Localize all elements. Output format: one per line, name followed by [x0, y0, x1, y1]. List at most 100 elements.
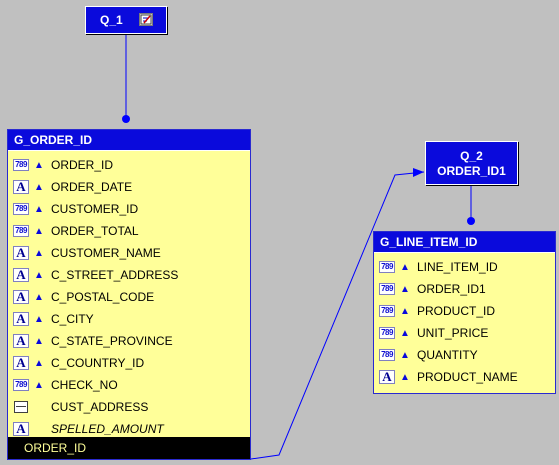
- sort-ascending-icon: ▲: [34, 203, 44, 215]
- sort-ascending-icon: ▲: [34, 225, 44, 237]
- column-item[interactable]: A ▲ C_COUNTRY_ID: [8, 352, 250, 374]
- type-icon-cell: 789: [12, 379, 30, 391]
- column-label: C_STATE_PROVINCE: [51, 334, 173, 348]
- type-icon-cell: A: [12, 334, 30, 348]
- column-label: ORDER_DATE: [51, 180, 133, 194]
- column-label: C_COUNTRY_ID: [51, 356, 145, 370]
- type-icon-cell: A: [12, 290, 30, 304]
- sort-ascending-icon: ▲: [400, 327, 410, 339]
- type-icon-cell: 789: [378, 327, 396, 339]
- column-label: PRODUCT_ID: [417, 304, 496, 318]
- type-icon-cell: [12, 401, 30, 413]
- number-type-icon: 789: [13, 203, 29, 215]
- query-q1-box[interactable]: Q_1: [85, 6, 167, 34]
- sort-ascending-icon: ▲: [34, 269, 44, 281]
- sort-ascending-icon: ▲: [400, 305, 410, 317]
- sort-ascending-icon: ▲: [34, 335, 44, 347]
- column-label: C_POSTAL_CODE: [51, 290, 155, 304]
- character-type-icon: A: [13, 180, 29, 194]
- type-icon-cell: 789: [378, 283, 396, 295]
- group-title[interactable]: G_LINE_ITEM_ID: [374, 232, 555, 253]
- column-label: CUSTOMER_NAME: [51, 246, 161, 260]
- sort-ascending-icon: ▲: [34, 159, 44, 171]
- character-type-icon: A: [13, 422, 29, 436]
- character-type-icon: A: [13, 268, 29, 282]
- type-icon-cell: A: [12, 356, 30, 370]
- group-break-column[interactable]: ORDER_ID: [8, 437, 250, 459]
- query-q2-box[interactable]: Q_2 ORDER_ID1: [425, 141, 518, 185]
- type-icon-cell: A: [378, 370, 396, 384]
- column-item[interactable]: A▲C_STREET_ADDRESS: [8, 264, 250, 286]
- column-item[interactable]: CUST_ADDRESS: [8, 396, 250, 418]
- sort-ascending-icon: ▲: [400, 371, 410, 383]
- type-icon-cell: A: [12, 246, 30, 260]
- character-type-icon: A: [13, 290, 29, 304]
- character-type-icon: A: [379, 370, 395, 384]
- column-item[interactable]: 789 ▲ CUSTOMER_ID: [8, 198, 250, 220]
- number-type-icon: 789: [13, 159, 29, 171]
- column-item[interactable]: A ▲ CUSTOMER_NAME: [8, 242, 250, 264]
- query-edit-icon[interactable]: [139, 13, 153, 26]
- sort-ascending-icon: ▲: [400, 349, 410, 361]
- column-item[interactable]: 789 ▲ CHECK_NO: [8, 374, 250, 396]
- column-item[interactable]: 789 ▲ ORDER_TOTAL: [8, 220, 250, 242]
- type-icon-cell: A: [12, 180, 30, 194]
- type-icon-cell: 789: [12, 225, 30, 237]
- column-label: ORDER_TOTAL: [51, 224, 139, 238]
- column-label: CUSTOMER_ID: [51, 202, 139, 216]
- column-item[interactable]: 789▲ORDER_ID1: [374, 278, 555, 300]
- column-item[interactable]: A▲C_POSTAL_CODE: [8, 286, 250, 308]
- query-q2-link-label: ORDER_ID1: [437, 164, 506, 178]
- type-icon-cell: 789: [12, 159, 30, 171]
- sort-ascending-icon: ▲: [34, 379, 44, 391]
- column-item[interactable]: 789▲ORDER_ID: [8, 154, 250, 176]
- number-type-icon: 789: [379, 305, 395, 317]
- column-item[interactable]: 789 ▲ LINE_ITEM_ID: [374, 256, 555, 278]
- data-link-arrowhead: [413, 168, 424, 177]
- character-type-icon: A: [13, 246, 29, 260]
- q1-link-end-dot: [122, 115, 130, 123]
- column-item[interactable]: A ▲ C_STATE_PROVINCE: [8, 330, 250, 352]
- number-type-icon: 789: [379, 349, 395, 361]
- data-link-order-id[interactable]: [250, 171, 425, 460]
- column-item[interactable]: 789 ▲ UNIT_PRICE: [374, 322, 555, 344]
- sort-ascending-icon: ▲: [34, 247, 44, 259]
- column-label: QUANTITY: [417, 348, 478, 362]
- type-icon-cell: 789: [378, 261, 396, 273]
- column-label: PRODUCT_NAME: [417, 370, 518, 384]
- column-label: CUST_ADDRESS: [51, 400, 149, 414]
- type-icon-cell: 789: [378, 305, 396, 317]
- type-icon-cell: A: [12, 422, 30, 436]
- sort-ascending-icon: ▲: [400, 283, 410, 295]
- query-q1-label: Q_1: [100, 13, 123, 27]
- column-label: CHECK_NO: [51, 378, 118, 392]
- column-label: C_CITY: [51, 312, 94, 326]
- column-label: LINE_ITEM_ID: [417, 260, 498, 274]
- column-label: UNIT_PRICE: [417, 326, 489, 340]
- sort-ascending-icon: ▲: [34, 313, 44, 325]
- group-title[interactable]: G_ORDER_ID: [8, 130, 250, 151]
- number-type-icon: 789: [379, 261, 395, 273]
- sort-ascending-icon: ▲: [34, 357, 44, 369]
- column-item[interactable]: 789 ▲ QUANTITY: [374, 344, 555, 366]
- number-type-icon: 789: [13, 225, 29, 237]
- column-item[interactable]: A ▲ C_CITY: [8, 308, 250, 330]
- sort-ascending-icon: ▲: [34, 181, 44, 193]
- sort-ascending-icon: ▲: [400, 261, 410, 273]
- placeholder-type-icon: [14, 401, 28, 413]
- character-type-icon: A: [13, 312, 29, 326]
- type-icon-cell: 789: [12, 203, 30, 215]
- column-item[interactable]: 789 ▲ PRODUCT_ID: [374, 300, 555, 322]
- column-item[interactable]: A ▲ PRODUCT_NAME: [374, 366, 555, 388]
- type-icon-cell: A: [12, 312, 30, 326]
- column-item[interactable]: A SPELLED_AMOUNT: [8, 418, 250, 440]
- column-item[interactable]: A ▲ ORDER_DATE: [8, 176, 250, 198]
- type-icon-cell: A: [12, 268, 30, 282]
- q2-link-end-dot: [467, 217, 475, 225]
- column-label: SPELLED_AMOUNT: [51, 422, 164, 436]
